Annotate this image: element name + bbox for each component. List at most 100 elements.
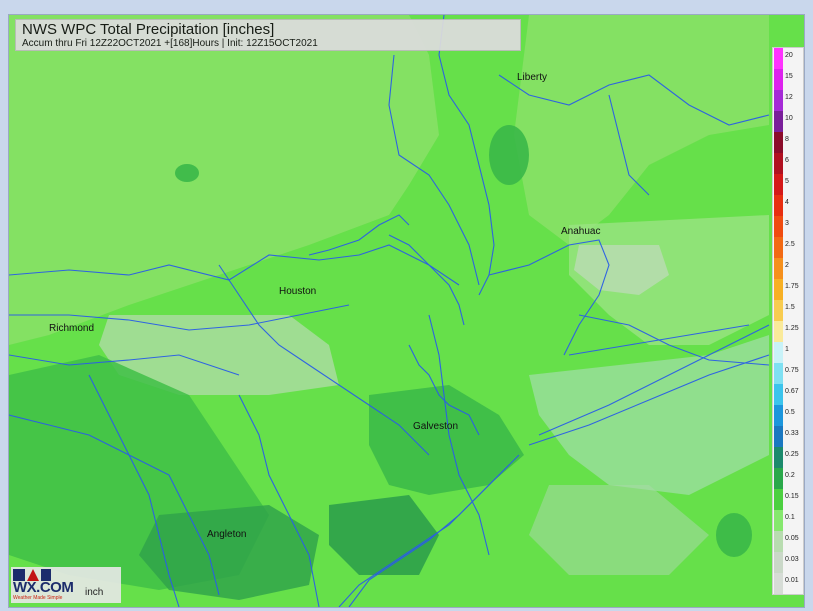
legend-level: 0.33 — [773, 426, 803, 447]
legend-label: 2 — [785, 262, 789, 269]
legend-label: 4 — [785, 199, 789, 206]
legend-label: 20 — [785, 52, 793, 59]
legend-swatch — [774, 405, 783, 426]
legend-swatch — [774, 426, 783, 447]
legend-label: 0.2 — [785, 472, 795, 479]
map-subtitle: Accum thru Fri 12Z22OCT2021 +[168]Hours … — [22, 38, 318, 49]
legend-swatch — [774, 132, 783, 153]
city-label: Richmond — [49, 323, 95, 334]
legend-level: 0.03 — [773, 552, 803, 573]
legend-swatch — [774, 195, 783, 216]
legend-level: 0.01 — [773, 573, 803, 594]
legend-swatch — [774, 69, 783, 90]
legend-label: 0.05 — [785, 535, 799, 542]
legend-label: 15 — [785, 73, 793, 80]
legend-label: 0.25 — [785, 451, 799, 458]
legend-swatch — [774, 552, 783, 573]
legend-level: 0.67 — [773, 384, 803, 405]
legend-label: 0.03 — [785, 556, 799, 563]
gray-zone — [529, 485, 709, 575]
city-label: Liberty — [517, 72, 548, 83]
legend-level: 15 — [773, 69, 803, 90]
legend-swatch — [774, 300, 783, 321]
legend-label: 1.25 — [785, 325, 799, 332]
legend-swatch — [774, 363, 783, 384]
legend-level: 0.5 — [773, 405, 803, 426]
legend-label: 0.33 — [785, 430, 799, 437]
legend-level: 8 — [773, 132, 803, 153]
legend-swatch — [774, 174, 783, 195]
legend-level: 0.15 — [773, 489, 803, 510]
legend-label: 1.75 — [785, 283, 799, 290]
precipitation-legend: 20 15 12 10 8 6 5 4 3 2.5 2 1.75 1.5 1.25 1 0.75 0.67 0.5… — [772, 47, 804, 595]
legend-swatch — [774, 531, 783, 552]
legend-swatch — [774, 279, 783, 300]
city-label: Angleton — [207, 529, 247, 540]
legend-level: 0.1 — [773, 510, 803, 531]
legend-level: 5 — [773, 174, 803, 195]
legend-label: 1 — [785, 346, 789, 353]
city-label: Houston — [279, 286, 317, 297]
legend-level: 1 — [773, 342, 803, 363]
dark-zone — [329, 495, 439, 575]
city-label: Anahuac — [561, 226, 601, 237]
legend-swatch — [774, 90, 783, 111]
legend-swatch — [774, 321, 783, 342]
legend-level: 0.2 — [773, 468, 803, 489]
city-label: Galveston — [413, 421, 459, 432]
legend-label: 0.75 — [785, 367, 799, 374]
legend-label: 3 — [785, 220, 789, 227]
legend-swatch — [774, 111, 783, 132]
legend-level: 1.75 — [773, 279, 803, 300]
legend-swatch — [774, 237, 783, 258]
gray-zone — [574, 245, 669, 295]
legend-level: 12 — [773, 90, 803, 111]
legend-label: 12 — [785, 94, 793, 101]
legend-label: 5 — [785, 178, 789, 185]
legend-label: 6 — [785, 157, 789, 164]
legend-label: 0.15 — [785, 493, 799, 500]
legend-swatch — [774, 447, 783, 468]
brand-logo: WX.COM inch Weather Made Simple — [11, 567, 121, 603]
legend-level: 2.5 — [773, 237, 803, 258]
legend-level: 2 — [773, 258, 803, 279]
rivers — [9, 15, 770, 607]
legend-label: 2.5 — [785, 241, 795, 248]
dark-zone — [369, 385, 524, 495]
legend-label: 0.5 — [785, 409, 795, 416]
legend-label: 0.67 — [785, 388, 799, 395]
light-zone — [9, 15, 439, 345]
legend-level: 1.25 — [773, 321, 803, 342]
dark-zone — [716, 513, 752, 557]
legend-level: 0.05 — [773, 531, 803, 552]
gray-zone — [99, 315, 339, 395]
dark-zone — [139, 505, 319, 600]
legend-level: 20 — [773, 48, 803, 69]
legend-level: 4 — [773, 195, 803, 216]
logo-tagline: Weather Made Simple — [13, 595, 63, 601]
legend-swatch — [774, 153, 783, 174]
legend-level: 0.25 — [773, 447, 803, 468]
storm-logo-icon — [13, 569, 51, 581]
precipitation-map[interactable] — [9, 15, 804, 607]
legend-swatch — [774, 384, 783, 405]
legend-swatch — [774, 216, 783, 237]
title-box: NWS WPC Total Precipitation [inches] Acc… — [15, 19, 521, 51]
legend-label: 0.01 — [785, 577, 799, 584]
legend-level: 6 — [773, 153, 803, 174]
logo-text: WX.COM — [13, 579, 74, 596]
legend-label: 8 — [785, 136, 789, 143]
legend-level: 3 — [773, 216, 803, 237]
map-title: NWS WPC Total Precipitation [inches] — [22, 21, 275, 38]
legend-swatch — [774, 342, 783, 363]
legend-level: 1.5 — [773, 300, 803, 321]
dark-zone — [175, 164, 199, 182]
legend-label: 0.1 — [785, 514, 795, 521]
dark-zone — [489, 125, 529, 185]
legend-level: 0.75 — [773, 363, 803, 384]
legend-level: 10 — [773, 111, 803, 132]
legend-swatch — [774, 510, 783, 531]
legend-label: 1.5 — [785, 304, 795, 311]
legend-swatch — [774, 468, 783, 489]
legend-swatch — [774, 48, 783, 69]
